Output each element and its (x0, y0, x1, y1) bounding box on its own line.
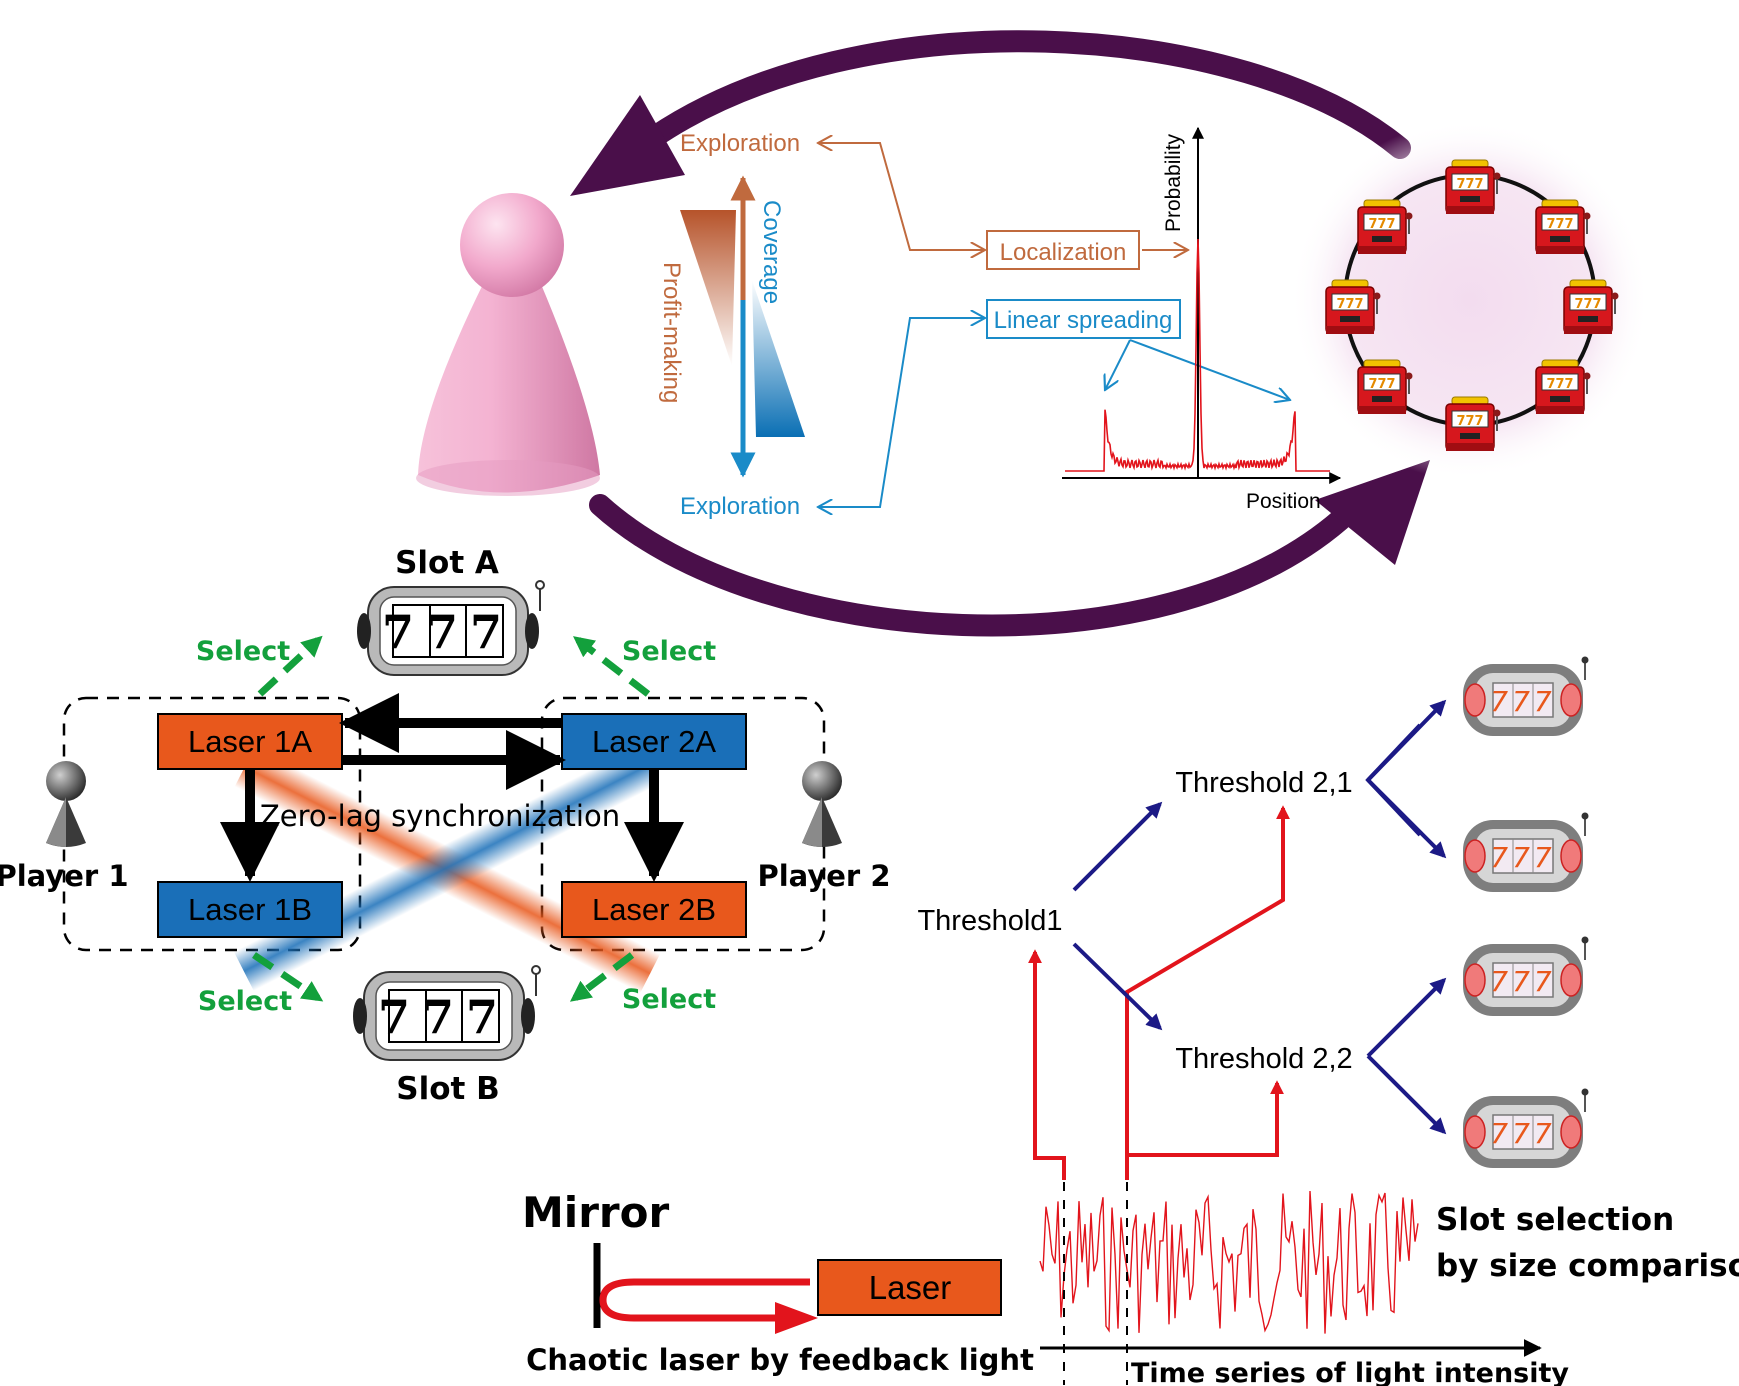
navy-arrow-t21-slots (1365, 723, 1422, 837)
grey-slot-4-digits: 777 (1490, 1117, 1555, 1150)
select-label-1a: Select (196, 636, 290, 667)
purple-arrowhead-top (570, 95, 685, 196)
ring-slot-machine (1357, 359, 1414, 415)
player-1-group (62, 696, 362, 952)
player-1-figure (46, 761, 86, 847)
chaotic-caption: Chaotic laser by feedback light (526, 1343, 1034, 1377)
slot-a-digits: 777 (382, 605, 514, 659)
localization-box (986, 230, 1140, 270)
purple-arrow-top (639, 30, 1411, 159)
threshold1-label: Threshold1 (917, 905, 1062, 937)
laser-2a-label: Laser 2A (592, 724, 716, 759)
slot-a-machine: 777 (356, 580, 545, 676)
ring-slot-machine (1445, 396, 1502, 452)
navy-arrow-t1-t22 (1072, 942, 1163, 1031)
linear-spreading-label: Linear spreading (994, 307, 1173, 334)
ring-slot-machine (1563, 279, 1620, 335)
slot-b-label: Slot B (396, 1071, 500, 1107)
select-label-1b: Select (198, 986, 292, 1017)
laser-1a-box (157, 713, 343, 770)
exploration-bottom-label: Exploration (680, 493, 800, 520)
chaotic-laser-panel: Mirror Laser Chaotic laser by feedback l… (522, 655, 1739, 1386)
slot-selection-line1: Slot selection (1436, 1202, 1674, 1238)
profit-making-wedge (680, 210, 736, 366)
light-intensity-series (1039, 1190, 1419, 1334)
laser-1b-box (157, 881, 343, 938)
grey-slot-4: 777 (1462, 1087, 1590, 1169)
probability-axis-label: Probability (1162, 133, 1185, 232)
laser-box (817, 1259, 1002, 1316)
laser-1a-label: Laser 1A (188, 724, 312, 759)
ring-slot-machine (1357, 199, 1414, 255)
laser-2a-box (561, 713, 747, 770)
ring-slot-machine (1535, 359, 1592, 415)
select-label-2a: Select (622, 636, 716, 667)
coverage-label: Coverage (758, 200, 785, 304)
profit-making-label: Profit-making (658, 262, 685, 403)
laser-2b-box (561, 881, 747, 938)
red-path-threshold1 (1028, 949, 1066, 1180)
select-arrow-2b (569, 952, 635, 1002)
select-arrow-1b (252, 952, 324, 1002)
select-label-2b: Select (622, 984, 716, 1015)
player-1-label: Player 1 (0, 859, 129, 893)
purple-arrowhead-bottom (1315, 460, 1430, 565)
players-panel: Slot A 777 Laser 1A Laser 2A Laser 1B La… (0, 545, 891, 1107)
linear-spreading-box (986, 299, 1181, 339)
position-axis-label: Position (1246, 490, 1321, 513)
slot-b-digits: 777 (378, 990, 510, 1044)
top-cycle: Exploration Exploration Profit-making Co… (416, 30, 1650, 637)
grey-slot-2-digits: 777 (1490, 841, 1555, 874)
pawn-figure (416, 193, 600, 496)
slot-b-machine: 777 (352, 965, 541, 1061)
red-path-threshold21 (1125, 805, 1290, 1180)
laser-label: Laser (869, 1269, 952, 1306)
threshold22-label: Threshold 2,2 (1175, 1043, 1352, 1075)
player-2-label: Player 2 (757, 859, 890, 893)
select-arrow-1a (257, 635, 323, 697)
purple-arrow-bottom (589, 494, 1351, 637)
feedback-loop (599, 1278, 810, 1322)
connector-exploration-localization (818, 143, 985, 250)
navy-arrow-t1-t21 (1072, 801, 1163, 892)
ring-slot-machine (1445, 159, 1502, 215)
laser-2b-label: Laser 2B (592, 892, 716, 927)
ring-slot-machine (1535, 199, 1592, 255)
slot-machine-ring (1290, 120, 1650, 480)
time-series-label: Time series of light intensity (1131, 1358, 1569, 1386)
connector-exploration-spreading (818, 318, 985, 507)
grey-slot-3: 777 (1462, 935, 1590, 1017)
laser-1b-label: Laser 1B (188, 892, 312, 927)
red-path-threshold22 (1127, 1080, 1284, 1157)
grey-slot-1: 777 (1462, 655, 1590, 737)
exploration-top-label: Exploration (680, 130, 800, 157)
slot-selection-line2: by size comparison (1436, 1248, 1739, 1284)
threshold21-label: Threshold 2,1 (1175, 767, 1352, 799)
mirror-label: Mirror (522, 1188, 669, 1237)
coverage-wedge (752, 280, 805, 437)
grey-slot-2: 777 (1462, 811, 1590, 893)
player-2-figure (802, 761, 842, 847)
zero-lag-label: Zero-lag synchronization (260, 799, 620, 833)
grey-slot-3-digits: 777 (1490, 965, 1555, 998)
localization-label: Localization (1000, 239, 1127, 266)
select-arrow-2a (573, 636, 651, 697)
ring-slot-machine (1325, 279, 1382, 335)
slot-a-label: Slot A (395, 545, 499, 581)
probability-curve (1065, 238, 1330, 472)
grey-slot-1-digits: 777 (1490, 685, 1555, 718)
